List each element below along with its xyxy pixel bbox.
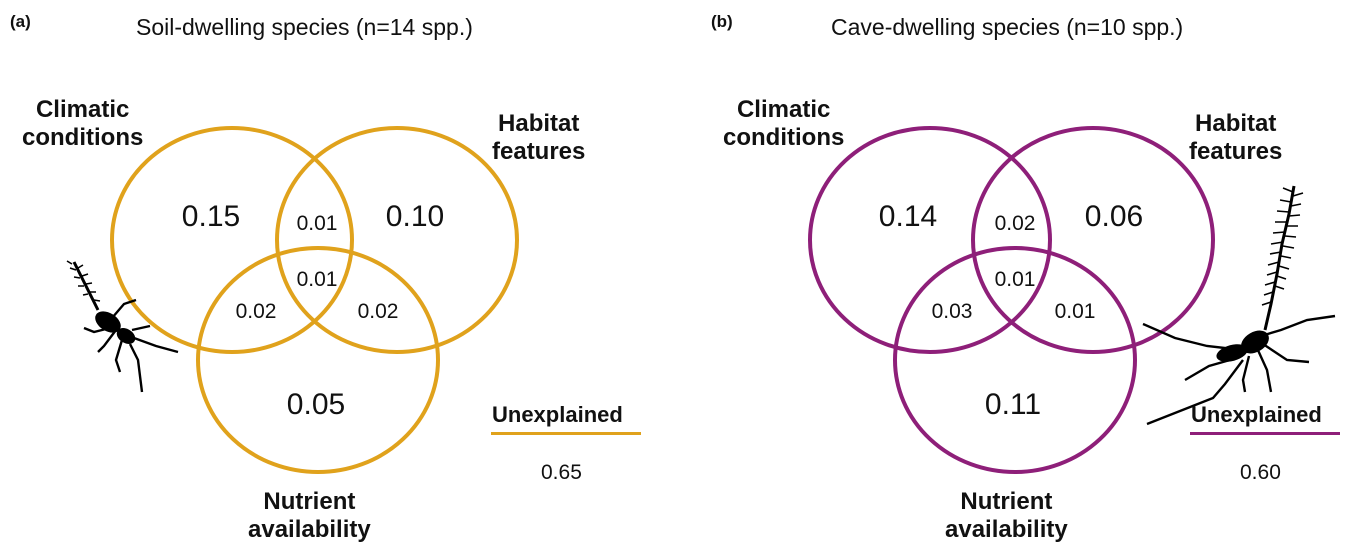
- unexplained-value: 0.60: [1240, 461, 1281, 484]
- category-habitat-line2: features: [492, 138, 586, 165]
- value-all-three: 0.01: [995, 268, 1036, 291]
- unexplained-underline: [491, 432, 641, 435]
- venn-diagram: 0.15 0.10 0.05 0.01 0.01 0.02 0.02: [66, 126, 519, 474]
- category-habitat-line2: features: [1189, 138, 1283, 165]
- unexplained-label: Unexplained: [1191, 402, 1322, 427]
- value-climatic-only: 0.15: [182, 200, 240, 233]
- value-climatic-only: 0.14: [879, 200, 937, 233]
- category-nutrient-line1: Nutrient: [960, 488, 1053, 515]
- category-climatic-line1: Climatic: [736, 96, 831, 123]
- panel-label: (a): [10, 12, 31, 31]
- value-habitat-nutrient: 0.01: [1055, 300, 1096, 323]
- value-climatic-nutrient: 0.02: [236, 300, 277, 323]
- value-all-three: 0.01: [297, 268, 338, 291]
- value-nutrient-only: 0.11: [985, 388, 1041, 421]
- value-nutrient-only: 0.05: [287, 388, 345, 421]
- category-nutrient: Nutrient availability: [945, 488, 1068, 544]
- panel-title: Cave-dwelling species (n=10 spp.): [831, 14, 1184, 40]
- value-climatic-habitat: 0.02: [995, 212, 1036, 235]
- category-habitat-line1: Habitat: [498, 110, 580, 137]
- panel-soil: (a) Soil-dwelling species (n=14 spp.) 0.…: [0, 0, 677, 544]
- category-nutrient: Nutrient availability: [248, 488, 371, 544]
- soil-pseudoscorpion-silhouette-icon: [66, 260, 179, 393]
- value-habitat-only: 0.06: [1085, 200, 1143, 233]
- category-climatic-line2: conditions: [723, 124, 845, 151]
- category-habitat-line1: Habitat: [1195, 110, 1277, 137]
- category-climatic-line1: Climatic: [35, 96, 130, 123]
- unexplained-label: Unexplained: [492, 402, 623, 427]
- category-nutrient-line2: availability: [945, 516, 1068, 543]
- value-climatic-nutrient: 0.03: [932, 300, 973, 323]
- category-nutrient-line1: Nutrient: [263, 488, 356, 515]
- circle-climatic: [808, 126, 1052, 354]
- category-climatic: Climatic conditions: [22, 96, 143, 152]
- circle-nutrient: [196, 246, 440, 474]
- cave-pseudoscorpion-silhouette-icon: [1142, 185, 1336, 426]
- category-climatic-line2: conditions: [22, 124, 144, 151]
- venn-diagram: 0.14 0.06 0.11 0.02 0.01 0.03 0.01: [808, 126, 1336, 474]
- value-habitat-only: 0.10: [386, 200, 444, 233]
- panel-label: (b): [711, 12, 733, 31]
- circle-habitat: [275, 126, 519, 354]
- circle-nutrient: [893, 246, 1137, 474]
- category-habitat: Habitat features: [1189, 110, 1282, 166]
- category-nutrient-line2: availability: [248, 516, 371, 543]
- category-habitat: Habitat features: [492, 110, 585, 166]
- panel-title: Soil-dwelling species (n=14 spp.): [136, 14, 473, 40]
- category-climatic: Climatic conditions: [723, 96, 844, 152]
- unexplained-value: 0.65: [541, 461, 582, 484]
- value-habitat-nutrient: 0.02: [358, 300, 399, 323]
- value-climatic-habitat: 0.01: [297, 212, 338, 235]
- panel-cave: (b) Cave-dwelling species (n=10 spp.) 0.…: [677, 0, 1354, 544]
- circle-climatic: [110, 126, 354, 354]
- unexplained-underline: [1190, 432, 1340, 435]
- circle-habitat: [971, 126, 1215, 354]
